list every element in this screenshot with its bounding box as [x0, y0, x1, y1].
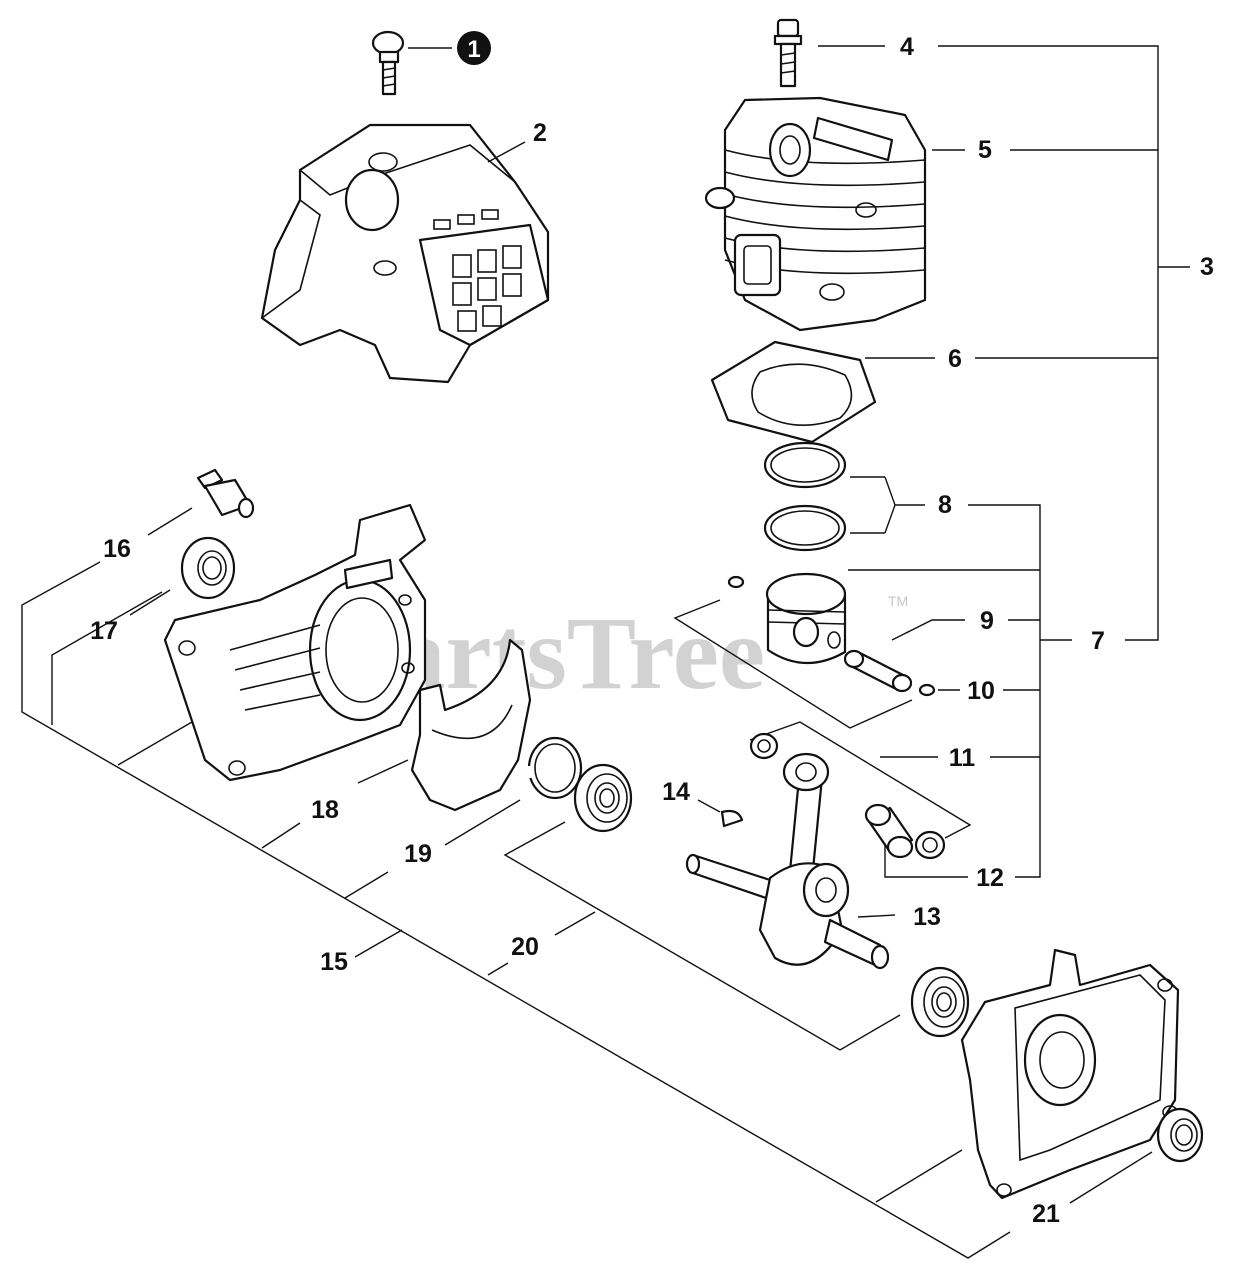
callout-10-label: 10	[967, 677, 995, 705]
callout-9-label: 9	[980, 607, 994, 635]
piston-rings-part-8	[763, 441, 925, 552]
oil-seal-part-21	[1156, 1107, 1204, 1163]
callout-21-label: 21	[1032, 1200, 1060, 1228]
callout-20-label: 20	[511, 933, 539, 961]
callout-7-label: 7	[1091, 627, 1105, 655]
washer-part-11-bottom	[914, 830, 946, 860]
bolt-part-4	[773, 18, 803, 88]
leader-9	[891, 619, 965, 641]
cylinder-part-5	[704, 96, 927, 332]
watermark-trademark: TM	[888, 593, 908, 609]
crankcase-right-half	[960, 948, 1180, 1200]
callout-13-label: 13	[913, 903, 941, 931]
case-gasket-part-18	[410, 638, 532, 812]
bracket-group-15	[21, 561, 1011, 1259]
callout-17-label: 17	[90, 617, 118, 645]
callout-18-label: 18	[311, 796, 339, 824]
leader-19	[444, 799, 521, 846]
piston-pin-part-9	[843, 649, 913, 693]
crankcase-left-half	[163, 503, 427, 782]
piston-part	[765, 572, 847, 665]
snap-ring-part-19	[526, 736, 583, 800]
leader-21	[1069, 1151, 1153, 1204]
bracket-group-3	[938, 45, 1190, 641]
screw-part-1	[371, 30, 405, 96]
leader-16	[147, 507, 193, 536]
callout-15-label: 15	[320, 948, 348, 976]
ball-bearing-part-20-left	[573, 763, 633, 833]
callout-1-badge	[457, 31, 491, 65]
fitting-part-16	[196, 468, 255, 519]
needle-bearing-part-12	[864, 803, 914, 859]
callout-16-label: 16	[103, 535, 131, 563]
circlip-part-10	[918, 683, 936, 697]
oil-seal-part-17	[180, 536, 236, 600]
callout-8-label: 8	[938, 491, 952, 519]
callout-3-label: 3	[1200, 253, 1214, 281]
callout-5-label: 5	[978, 136, 992, 164]
callout-6-label: 6	[948, 345, 962, 373]
leader-13	[857, 914, 896, 918]
callout-11-label: 11	[949, 744, 976, 772]
engine-cover-part-2	[260, 123, 550, 384]
gasket-part-6	[710, 340, 877, 444]
callout-19-label: 19	[404, 840, 432, 868]
leader-18	[357, 759, 409, 784]
callout-1-label: 1	[467, 36, 480, 63]
circlip-left	[727, 575, 745, 589]
callout-14-label: 14	[662, 778, 690, 806]
crankshaft-part-13	[685, 752, 890, 970]
callout-4-label: 4	[900, 33, 914, 61]
leader-piston-set	[673, 599, 913, 729]
leader-14	[697, 799, 721, 813]
washer-part-11-top	[749, 732, 779, 760]
key-part-14	[720, 809, 744, 828]
leader-2	[487, 141, 526, 163]
leader-20-frame	[503, 821, 901, 1051]
bracket-11-frame	[749, 721, 972, 839]
leader-17	[129, 589, 171, 616]
ball-bearing-part-20-right	[910, 966, 970, 1038]
bracket-group-7	[848, 504, 1072, 878]
callout-2-label: 2	[533, 119, 547, 147]
leader-12	[884, 845, 968, 878]
callout-12-label: 12	[976, 864, 1004, 892]
